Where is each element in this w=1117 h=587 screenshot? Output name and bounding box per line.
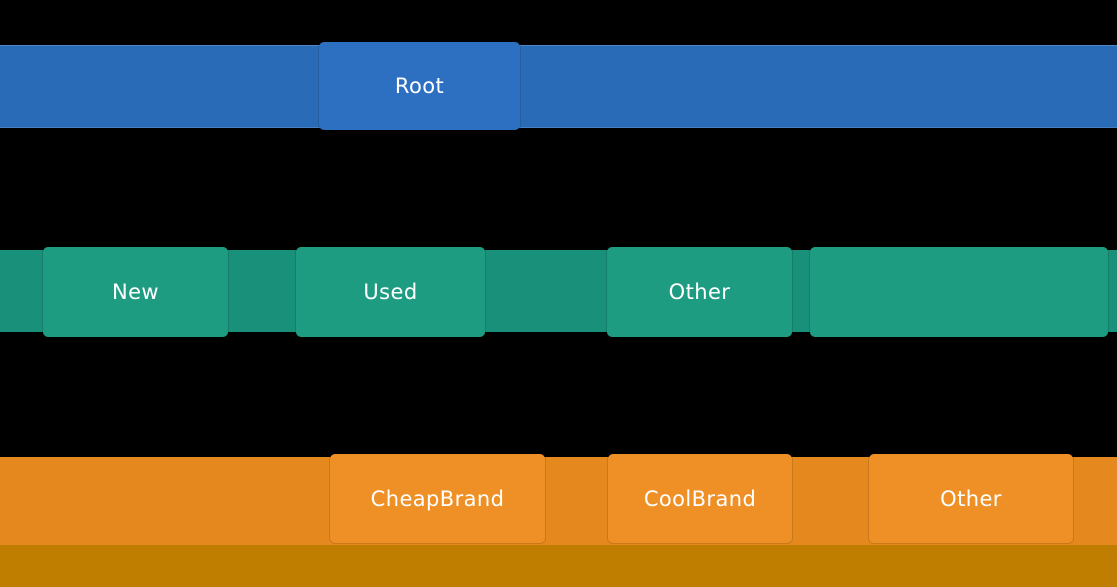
tile-other-brand[interactable]: Other: [869, 454, 1073, 543]
tile-cheapbrand-label: CheapBrand: [370, 486, 505, 511]
level3-leaf-band: [0, 545, 1117, 587]
tile-used[interactable]: Used: [296, 247, 485, 337]
tile-other-condition[interactable]: Other: [607, 247, 792, 337]
tile-other-condition-label: Other: [668, 280, 731, 304]
tile-new[interactable]: New: [43, 247, 228, 337]
tile-coolbrand[interactable]: CoolBrand: [608, 454, 792, 543]
level0-root-bar: [0, 45, 1117, 128]
tile-root[interactable]: Root: [319, 42, 520, 130]
tile-root-label: Root: [394, 74, 445, 98]
tile-new-label: New: [111, 280, 159, 304]
tile-other-brand-label: Other: [940, 486, 1002, 511]
tile-used-label: Used: [363, 280, 418, 304]
tile-unlabeled-condition[interactable]: [810, 247, 1108, 337]
tile-cheapbrand[interactable]: CheapBrand: [330, 454, 545, 543]
tile-coolbrand-label: CoolBrand: [643, 486, 757, 511]
